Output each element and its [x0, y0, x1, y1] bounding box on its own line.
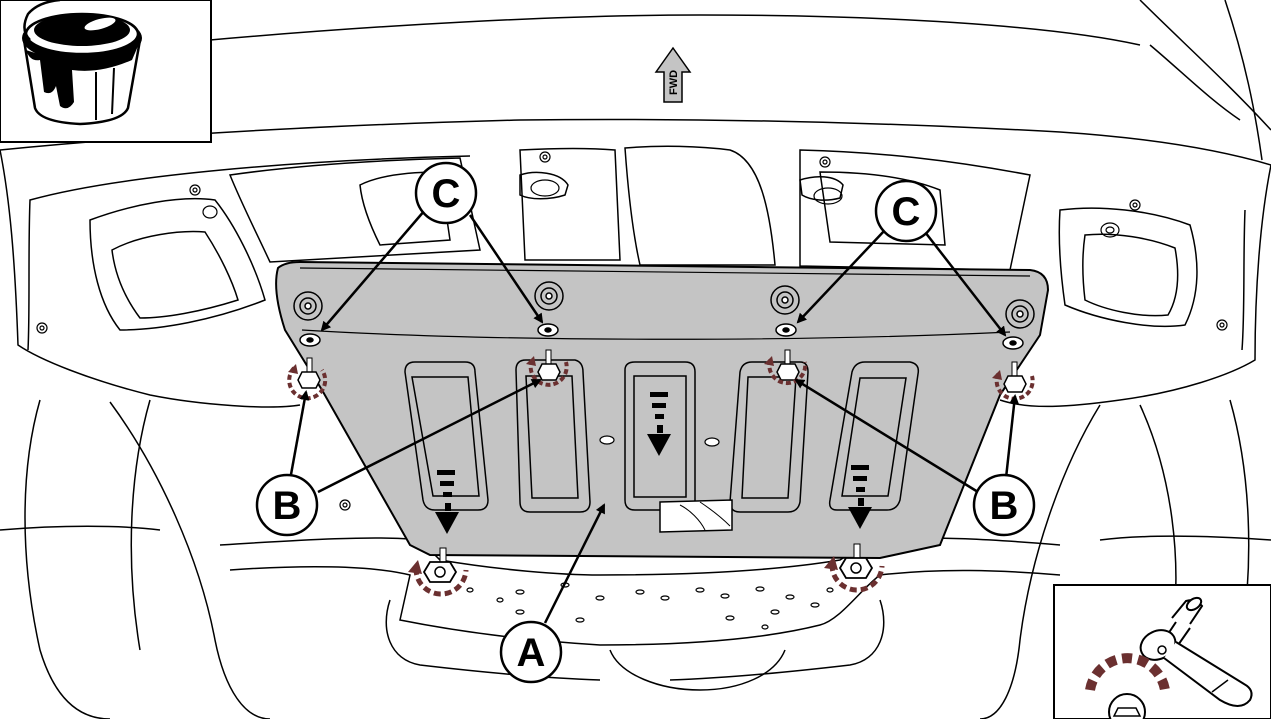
bolt-bottom-right: [824, 543, 885, 593]
socket-wrench-icon: [1085, 596, 1253, 719]
callout-leaders: [288, 209, 1020, 624]
leader-c-right-1: [796, 229, 886, 324]
leader-a: [543, 503, 606, 624]
install-arrow-left: [435, 470, 459, 534]
leader-b-right-2: [1004, 394, 1020, 479]
install-direction-arrows: [435, 392, 872, 534]
callout-c-left: C: [414, 161, 478, 225]
forward-direction-arrow: FWD: [654, 46, 692, 103]
callout-a: A: [499, 620, 563, 684]
skid-plate: [275, 260, 1050, 560]
install-arrow-center: [647, 392, 671, 456]
bolt-left: [287, 357, 328, 401]
forward-label: FWD: [668, 70, 680, 95]
washers: [299, 323, 1024, 350]
callout-c-right-label: C: [892, 190, 921, 234]
paint-can-icon: [22, 0, 142, 126]
install-arrow-right: [848, 465, 872, 529]
paint-can-inset: [0, 0, 212, 143]
leader-b-left-2: [317, 378, 542, 494]
callout-b-right-label: B: [990, 484, 1019, 528]
wrench-inset: [1053, 584, 1271, 719]
leader-b-left-1: [288, 390, 310, 481]
bolt-center-left: [526, 349, 569, 387]
bolt-bottom-left: [408, 547, 469, 597]
callout-c-left-label: C: [432, 172, 461, 216]
leader-c-left-2: [468, 214, 544, 324]
callout-a-label: A: [517, 631, 546, 675]
plate-grommets: [293, 281, 1035, 329]
underbody-holes: [36, 151, 1228, 630]
callout-b-left: B: [255, 473, 319, 537]
skid-plate-label: [659, 499, 733, 533]
bolt-right: [992, 361, 1035, 401]
leader-c-right-2: [924, 231, 1007, 337]
callout-b-right: B: [972, 473, 1036, 537]
callout-c-right: C: [874, 179, 938, 243]
mounting-bolts: [287, 349, 1035, 597]
leader-c-left-1: [320, 209, 426, 332]
leader-b-right-1: [794, 378, 979, 494]
skid-plate-body: [275, 260, 1050, 560]
callout-b-left-label: B: [273, 484, 302, 528]
